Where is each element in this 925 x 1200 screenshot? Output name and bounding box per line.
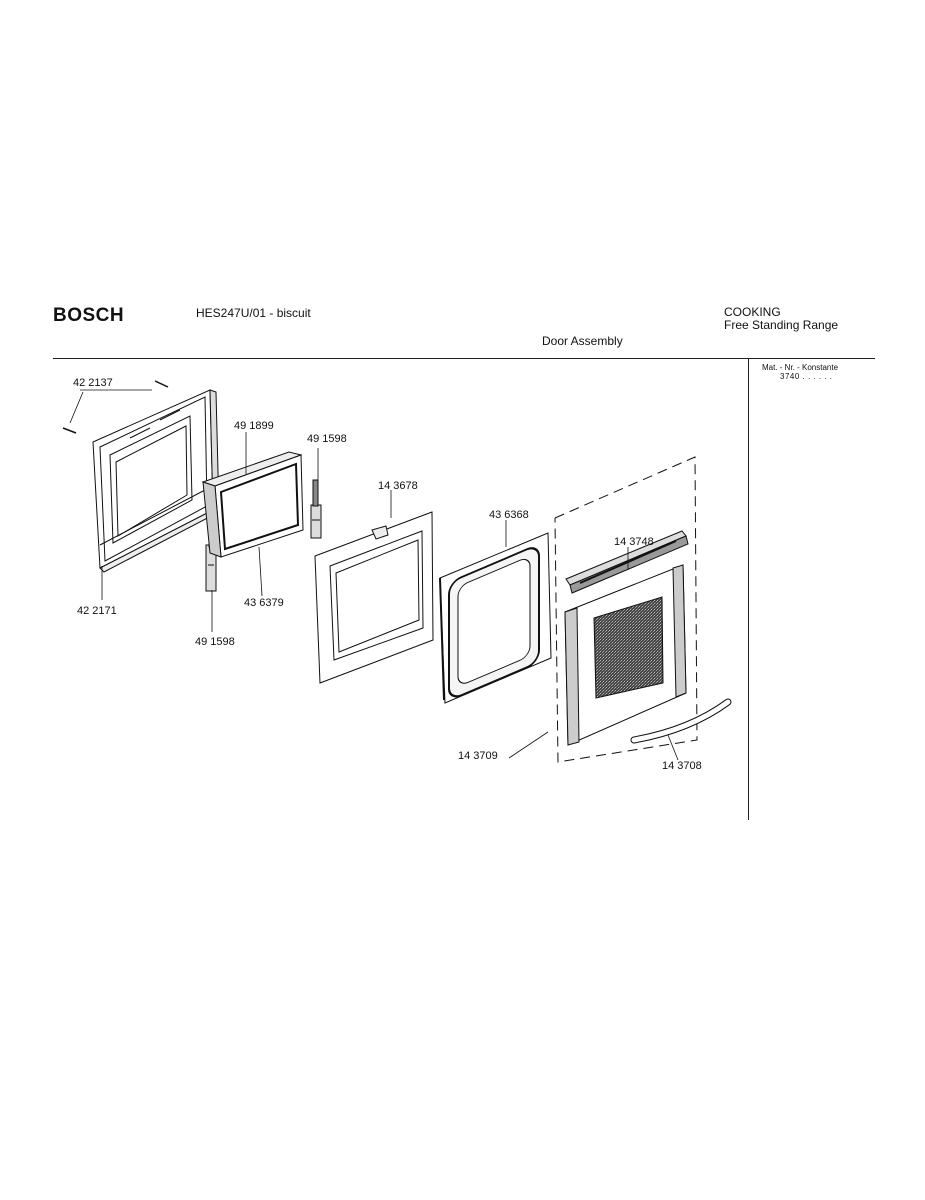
- assembly-group-outline: [554, 456, 698, 763]
- inner-glass-frame: [439, 532, 552, 704]
- inner-door-panel: [314, 511, 434, 684]
- door-glass-pane: [201, 451, 304, 558]
- door-hinge-right: [310, 479, 322, 539]
- outer-door-frame: [92, 389, 221, 573]
- category-label: COOKING: [724, 305, 781, 319]
- part-number-label: 49 1598: [307, 433, 347, 445]
- part-number-label: 14 3708: [662, 760, 702, 772]
- product-type-label: Free Standing Range: [724, 318, 839, 332]
- trim-clip: [62, 380, 169, 434]
- header-divider: [53, 358, 875, 359]
- material-number-label: Mat. - Nr. - Konstante: [762, 363, 839, 372]
- diagram-title: Door Assembly: [542, 334, 623, 348]
- part-number-label: 14 3748: [614, 536, 654, 548]
- leader-lines: [69, 389, 679, 761]
- top-trim-rail: [565, 530, 689, 594]
- part-number-label: 43 6379: [244, 597, 284, 609]
- model-number: HES247U/01 - biscuit: [196, 306, 311, 320]
- part-number-label: 49 1598: [195, 636, 235, 648]
- part-callouts: 42 2137 42 2171 49 1899 49 1598 43 6379 …: [73, 377, 702, 772]
- material-number-value: 3740 . . . . . .: [780, 372, 833, 381]
- part-number-label: 43 6368: [489, 509, 529, 521]
- inner-door-liner: [564, 564, 687, 746]
- side-panel-divider: [748, 358, 749, 820]
- part-number-label: 14 3709: [458, 750, 498, 762]
- part-number-label: 42 2171: [77, 605, 117, 617]
- bottom-trim-strip: [630, 698, 732, 744]
- part-number-label: 14 3678: [378, 480, 418, 492]
- brand-logo: BOSCH: [53, 305, 125, 326]
- part-number-label: 49 1899: [234, 420, 274, 432]
- oven-window-mesh: [593, 596, 664, 699]
- part-number-label: 42 2137: [73, 377, 113, 389]
